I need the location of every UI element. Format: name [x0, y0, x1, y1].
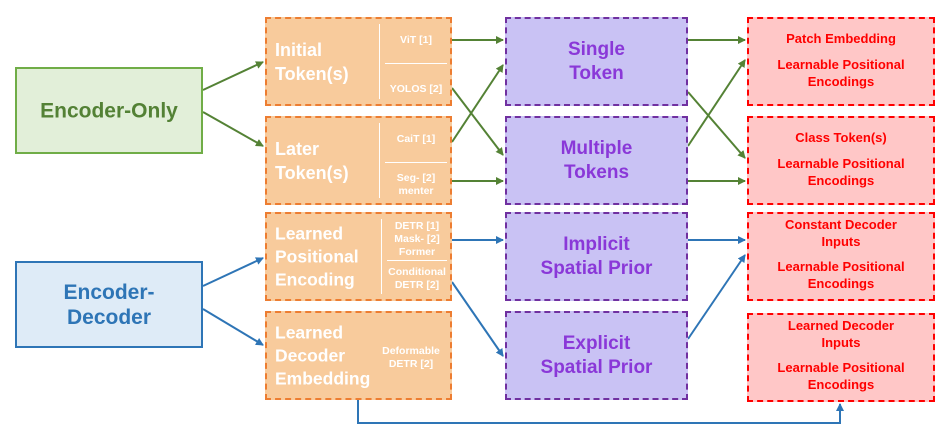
later-tokens-label: Later Token(s) — [275, 138, 349, 183]
arrow-encoder-only-to-initial — [202, 61, 264, 91]
initial-tokens-box: Initial Token(s) ViT [1] YOLOS [2] — [265, 17, 452, 106]
arrow-initial-to-multiple — [451, 87, 504, 156]
red-line-2: Learnable Positional — [777, 57, 905, 72]
learned-decoder-embedding-label: Learned Decoder Embedding — [275, 322, 371, 388]
ref-yolos: YOLOS [2] — [389, 83, 443, 95]
encoder-only-label: Encoder-Only — [40, 99, 178, 122]
red-line-1: Patch Embedding — [786, 31, 896, 46]
learned-positional-encoding-label: Learned Positional Encoding — [275, 223, 359, 289]
single-token-label: Single Token — [567, 38, 625, 84]
red-line-2: Learnable Positional — [777, 156, 905, 171]
red-line-1: Constant Decoder — [785, 217, 897, 232]
explicit-spatial-prior-label: Explicit Spatial Prior — [540, 332, 653, 378]
single-token-box: Single Token — [505, 17, 688, 106]
ref-conditional-detr-b: DETR [2] — [394, 279, 440, 291]
divider — [379, 24, 380, 99]
patch-embedding-box: Patch Embedding Learnable Positional Enc… — [747, 17, 935, 106]
red-line-1: Class Token(s) — [795, 130, 887, 145]
learned-positional-encoding-box: Learned Positional Encoding DETR [1] Mas… — [265, 212, 452, 301]
divider — [385, 162, 447, 163]
arrow-later-to-single — [451, 64, 504, 143]
learned-decoder-embedding-box: Learned Decoder Embedding Deformable DET… — [265, 311, 452, 400]
ref-cait: CaiT [1] — [396, 133, 436, 145]
later-tokens-box: Later Token(s) CaiT [1] Seg- [2] menter — [265, 116, 452, 205]
red-line-2: Learnable Positional — [777, 259, 905, 274]
ref-maskformer-a: Mask- [2] — [394, 233, 440, 245]
ref-maskformer-b: Former — [398, 246, 436, 258]
arrow-encdec-to-learned-pos — [202, 257, 264, 287]
ref-deformable-detr-a: Deformable — [382, 345, 440, 357]
learned-decoder-inputs-box: Learned Decoder Inputs Learnable Positio… — [747, 313, 935, 402]
arrow-encoder-only-to-later — [202, 111, 264, 147]
class-token-box: Class Token(s) Learnable Positional Enco… — [747, 116, 935, 205]
explicit-spatial-prior-box: Explicit Spatial Prior — [505, 311, 688, 400]
multiple-tokens-box: Multiple Tokens — [505, 116, 688, 205]
red-line-1b: Inputs — [821, 335, 861, 350]
arrow-learned-dec-to-learned-inputs — [357, 400, 844, 424]
red-line-2: Learnable Positional — [777, 360, 905, 375]
divider — [387, 260, 447, 261]
initial-tokens-label: Initial Token(s) — [275, 39, 349, 84]
red-line-3: Encodings — [807, 276, 875, 291]
divider — [379, 123, 380, 198]
implicit-spatial-prior-label: Implicit Spatial Prior — [540, 233, 653, 279]
arrow-learned-pos-to-explicit — [451, 281, 504, 357]
red-line-3: Encodings — [807, 377, 875, 392]
red-line-3: Encodings — [807, 74, 875, 89]
arrow-encdec-to-learned-dec — [202, 308, 264, 346]
ref-segmenter-b: menter — [398, 185, 434, 197]
ref-detr: DETR [1] — [394, 220, 440, 232]
encoder-only-box: Encoder-Only — [15, 67, 203, 154]
encoder-decoder-box: Encoder- Decoder — [15, 261, 203, 348]
red-line-3: Encodings — [807, 173, 875, 188]
ref-segmenter-a: Seg- [2] — [396, 172, 436, 184]
red-line-1b: Inputs — [821, 234, 861, 249]
multiple-tokens-label: Multiple Tokens — [560, 137, 633, 183]
divider — [381, 219, 382, 294]
ref-vit: ViT [1] — [400, 34, 432, 46]
red-line-1: Learned Decoder — [787, 318, 895, 333]
arrow-multiple-to-patch — [687, 59, 746, 147]
constant-decoder-inputs-box: Constant Decoder Inputs Learnable Positi… — [747, 212, 935, 301]
divider — [385, 63, 447, 64]
ref-conditional-detr-a: Conditional — [388, 266, 446, 278]
arrow-single-to-class — [687, 91, 746, 159]
encoder-decoder-label: Encoder- Decoder — [63, 280, 155, 329]
arrow-explicit-to-constant — [687, 254, 746, 340]
implicit-spatial-prior-box: Implicit Spatial Prior — [505, 212, 688, 301]
ref-deformable-detr-b: DETR [2] — [388, 358, 434, 370]
